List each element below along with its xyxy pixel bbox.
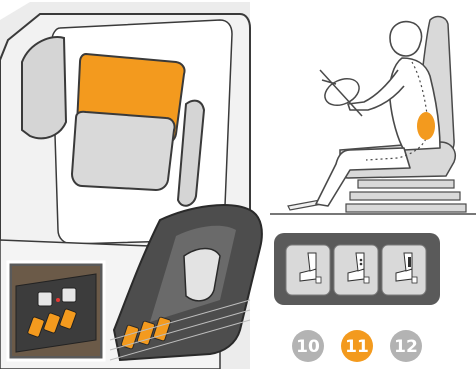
driver-posture-illustration [270, 0, 476, 220]
lumbar-setting-12-icon [382, 245, 426, 295]
lumbar-setting-11-icon [334, 245, 378, 295]
back-cushion-panel [72, 112, 175, 190]
step-12-label: 12 [394, 337, 418, 357]
seat-suspension [358, 180, 454, 188]
step-11-label: 11 [345, 337, 369, 357]
step-badge-12: 12 [390, 330, 422, 362]
step-badges: 10 11 12 [274, 326, 440, 366]
step-badge-10: 10 [292, 330, 324, 362]
step-10-label: 10 [296, 337, 320, 357]
step-badge-11: 11 [341, 330, 373, 362]
seat-closeup-illustration [0, 0, 264, 369]
lumbar-setting-icons [274, 233, 440, 305]
driver-figure [316, 22, 440, 206]
side-bolster-left [22, 37, 66, 138]
lumbar-highlight-icon [417, 112, 435, 140]
lumbar-setting-10-icon [286, 245, 330, 295]
